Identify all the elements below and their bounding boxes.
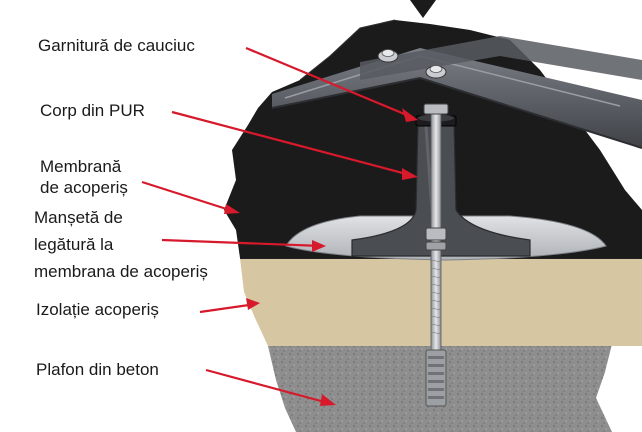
rod-nut-lower xyxy=(425,241,447,251)
label-connection-sleeve-line3: membrana de acoperiș xyxy=(34,262,208,281)
label-connection-sleeve-line2: legătură la xyxy=(34,235,114,254)
label-rubber-gasket: Garnitură de cauciuc xyxy=(38,36,195,55)
arrow-roof-membrane xyxy=(141,180,237,214)
rod-nut-upper xyxy=(425,227,447,241)
arrow-roof-insulation xyxy=(199,302,257,314)
arrow-concrete-ceiling xyxy=(205,368,333,406)
label-roof-insulation: Izolație acoperiș xyxy=(36,300,159,319)
arrow-connection-sleeve xyxy=(161,238,323,248)
arrow-pur-body xyxy=(171,110,415,178)
label-roof-membrane-line1: Membrană xyxy=(40,157,122,176)
top-pointer-icon xyxy=(410,0,436,18)
label-roof-membrane-line2: de acoperiș xyxy=(40,178,128,197)
label-concrete-ceiling: Plafon din beton xyxy=(36,360,159,379)
label-connection-sleeve-line1: Manșetă de xyxy=(34,208,123,227)
arrow-rubber-gasket xyxy=(245,46,415,120)
label-pur-body: Corp din PUR xyxy=(40,101,145,120)
